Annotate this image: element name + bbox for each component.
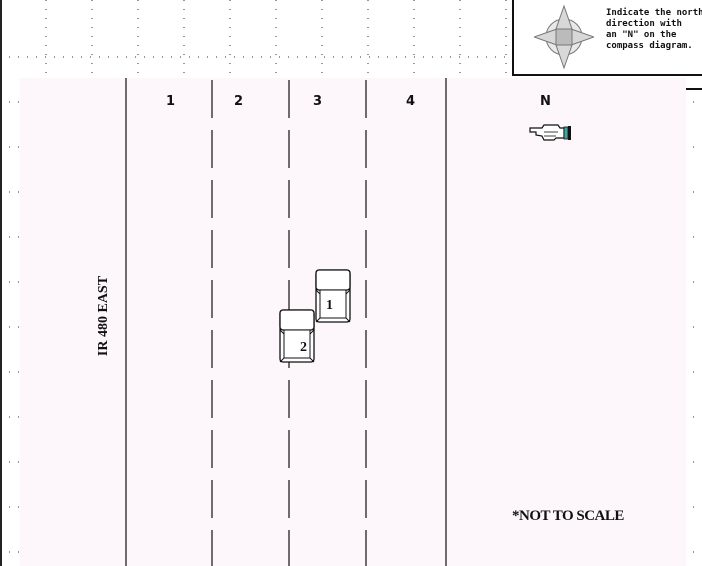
road-name-label: IR 480 EAST [96,276,112,356]
compass-instruction-line: direction with [606,19,702,30]
lane-number-4: 4 [406,94,415,109]
lane-number-2: 2 [234,94,243,109]
vehicle-2-label: 2 [300,340,307,356]
compass-icon[interactable] [534,4,594,70]
not-to-scale-note: *NOT TO SCALE [512,508,624,525]
north-label: N [540,94,551,109]
compass-instruction-line: Indicate the north [606,8,702,19]
compass-panel: Indicate the north direction with an "N"… [512,0,702,76]
lane-number-3: 3 [313,94,322,109]
vehicle-2[interactable] [278,308,318,364]
pointing-hand-icon [528,122,574,142]
corner-tick [686,88,702,90]
vehicle-1[interactable] [314,268,354,324]
vehicle-1-label: 1 [326,298,333,314]
compass-instructions: Indicate the north direction with an "N"… [606,8,702,52]
compass-instruction-line: compass diagram. [606,41,702,52]
compass-instruction-line: an "N" on the [606,30,702,41]
lane-number-1: 1 [166,94,175,109]
